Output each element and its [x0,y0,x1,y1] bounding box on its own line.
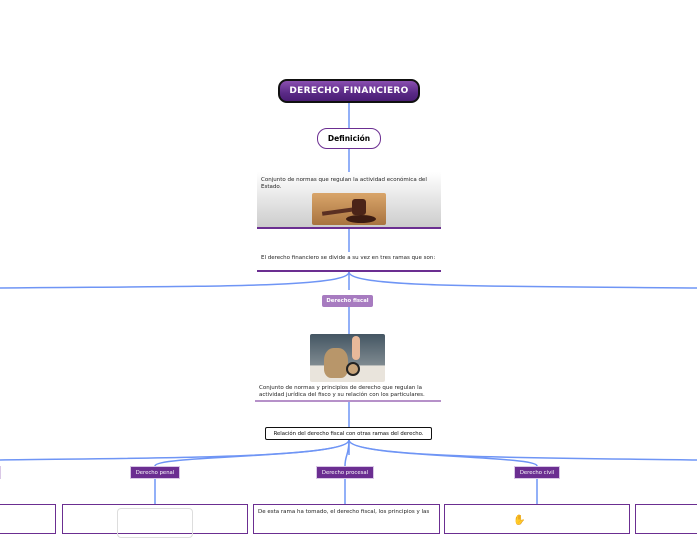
branch-procesal[interactable]: Derecho procesal [316,466,374,479]
relation-node[interactable]: Relación del derecho fiscal con otras ra… [265,427,432,440]
division-text: El derecho financiero se divide a su vez… [261,255,436,261]
branch-penal[interactable]: Derecho penal [130,466,180,479]
connector-lines [0,103,697,504]
penal-image [117,508,193,538]
procesal-text: De esta rama ha tomado, el derecho fisca… [258,509,430,515]
branch-label: Derecho civil [519,469,555,476]
civil-image: ✋ [513,515,526,526]
root-node[interactable]: DERECHO FINANCIERO [278,79,420,103]
relation-text: Relación del derecho fiscal con otras ra… [273,430,424,437]
fiscal-text-node[interactable]: Conjunto de normas y principios de derec… [255,384,441,402]
definition-text-node[interactable]: Conjunto de normas que regulan la activi… [257,172,441,229]
penal-box[interactable] [62,504,248,538]
definition-label: Definición [327,134,371,143]
gavel-image [312,193,386,225]
money-bag-image [310,334,385,382]
fiscal-node[interactable]: Derecho fiscal [322,295,373,307]
definition-node[interactable]: Definición [317,128,381,149]
branch-civil[interactable]: Derecho civil [514,466,560,479]
division-node[interactable]: El derecho financiero se divide a su vez… [257,252,441,272]
partial-box-left[interactable] [0,504,56,534]
root-title: DERECHO FINANCIERO [289,86,409,96]
fiscal-text: Conjunto de normas y principios de derec… [259,385,425,399]
branch-partial-left [0,466,1,479]
definition-text: Conjunto de normas que regulan la activi… [261,177,427,191]
branch-label: Derecho penal [135,469,175,476]
procesal-box[interactable]: De esta rama ha tomado, el derecho fisca… [253,504,440,534]
partial-box-right[interactable] [635,504,697,534]
civil-box[interactable]: ✋ [444,504,630,534]
fiscal-label: Derecho fiscal [326,298,369,304]
branch-label: Derecho procesal [321,469,369,476]
